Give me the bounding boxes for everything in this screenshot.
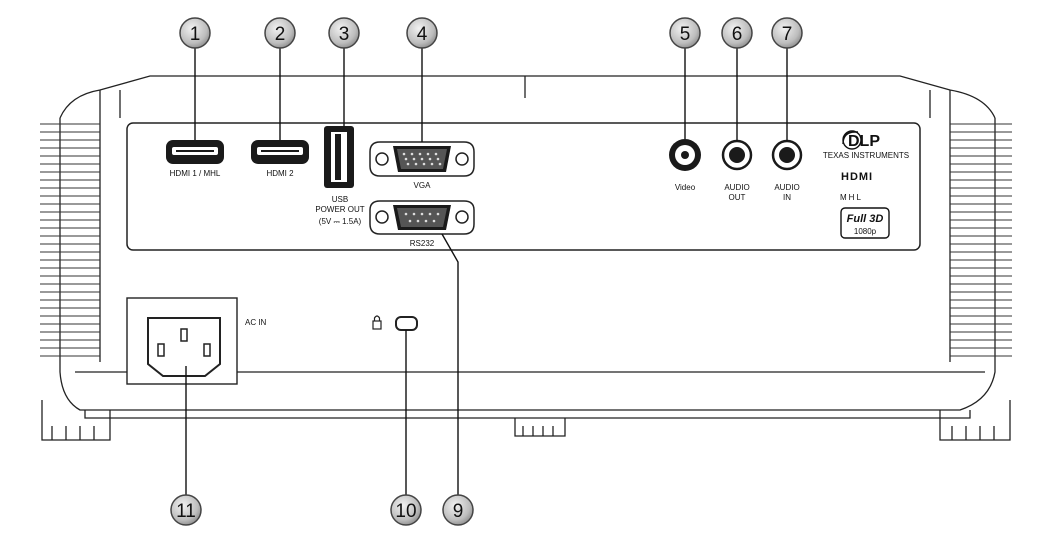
dlp-text: DLP [848,133,880,150]
res-text: 1080p [854,227,877,236]
vent-right [950,123,1012,357]
svg-text:5: 5 [680,24,691,45]
hdmi2-label: HDMI 2 [266,169,294,178]
callout-11: 11 [170,494,202,526]
audio-out-port [721,139,753,171]
svg-text:9: 9 [453,501,464,522]
vent-left [40,123,100,357]
callout-2: 2 [264,17,296,49]
hdmi2-port [251,140,309,164]
mhl-logo: MHL [840,193,863,202]
audio-out-label-1: AUDIO [724,183,749,192]
ac-socket [147,317,221,377]
video-port [669,139,701,171]
full3d-logo: Full 3D 1080p [840,207,890,239]
audio-in-port [771,139,803,171]
svg-text:11: 11 [176,501,196,522]
svg-text:3: 3 [339,24,350,45]
video-label: Video [675,183,696,192]
hdmi1-label: HDMI 1 / MHL [170,169,221,178]
audio-in-label-1: AUDIO [774,183,799,192]
audio-in-label-2: IN [783,193,791,202]
full3d-text: Full 3D [847,213,884,225]
ac-pin-top [180,328,188,342]
callout-5: 5 [669,17,701,49]
svg-text:2: 2 [275,24,286,45]
leader-lines [185,48,788,496]
callout-7: 7 [771,17,803,49]
vga-label: VGA [414,181,432,190]
usb-label-2: POWER OUT [315,205,364,214]
callout-6: 6 [721,17,753,49]
ac-in-label: AC IN [245,318,267,327]
callout-3: 3 [328,17,360,49]
kensington-slot [395,316,418,331]
svg-text:7: 7 [782,24,793,45]
callout-1: 1 [179,17,211,49]
ac-pin-left [157,343,165,357]
usb-port [324,126,354,188]
lock-icon [372,315,382,330]
hdmi-logo: HDMI [841,171,873,183]
dlp-logo: DLP TEXAS INSTRUMENTS [823,130,909,160]
usb-label-3: (5V ⎓ 1.5A) [319,217,362,226]
svg-text:10: 10 [395,501,416,522]
svg-text:1: 1 [190,24,201,45]
rs232-port [369,200,475,235]
svg-text:6: 6 [732,24,743,45]
audio-out-label-2: OUT [729,193,746,202]
rs232-label: RS232 [410,239,435,248]
callout-4: 4 [406,17,438,49]
hdmi1-port [166,140,224,164]
texas-text: TEXAS INSTRUMENTS [823,151,909,160]
io-panel [126,122,921,251]
svg-text:4: 4 [417,24,428,45]
usb-label-1: USB [332,195,348,204]
ac-pin-right [203,343,211,357]
callout-9: 9 [442,494,474,526]
callout-10: 10 [390,494,422,526]
vga-port [369,141,475,177]
